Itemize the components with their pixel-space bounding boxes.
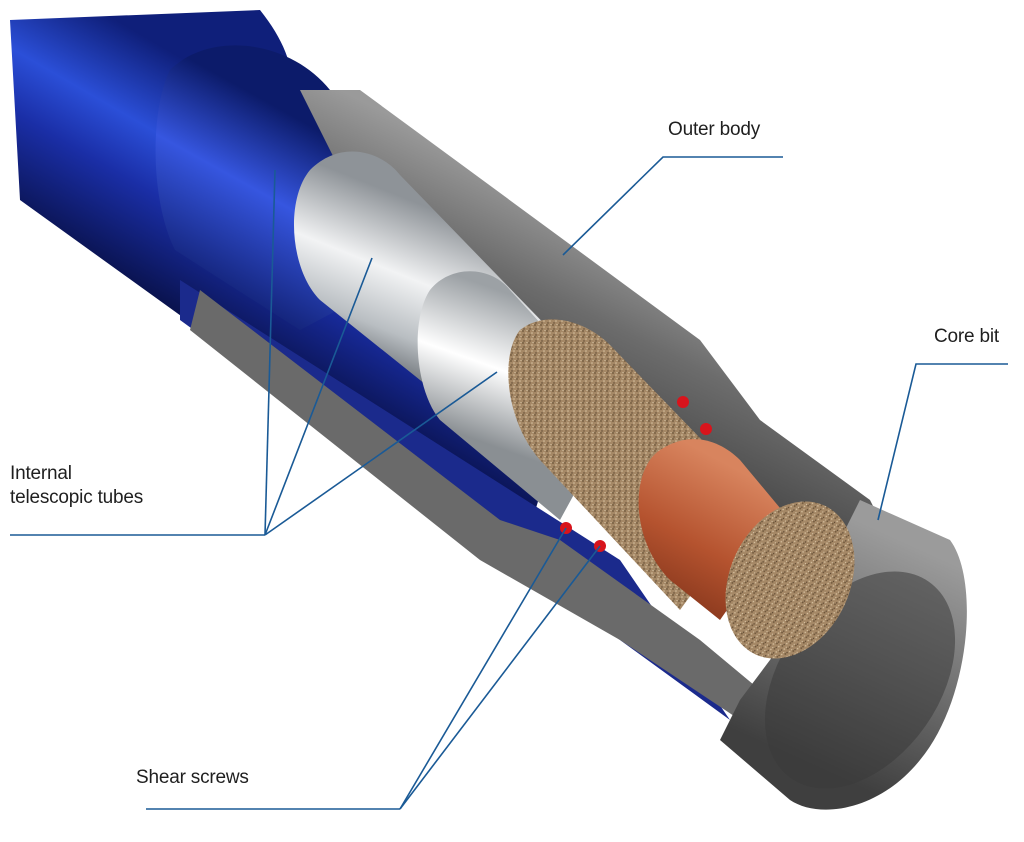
shear-screws-label: Shear screws [136, 767, 249, 788]
leader-tube-3 [264, 371, 498, 536]
core-sample-end [725, 501, 855, 659]
shear-screw-1 [677, 396, 689, 408]
outer-body-label: Outer body [668, 119, 760, 140]
leader-tube-2 [264, 257, 373, 536]
leader-core-bit [877, 363, 1008, 521]
core-catcher [638, 439, 790, 620]
leader-tube-1 [264, 169, 276, 536]
internal-tubes-label: Internal telescopic tubes [10, 462, 143, 510]
leader-outer-body [562, 156, 783, 256]
core-bit-label: Core bit [934, 326, 999, 347]
leader-shear-1 [399, 527, 567, 810]
leader-shear-2 [399, 545, 601, 810]
outer-body-wall [300, 90, 880, 560]
outer-body-lower-wall [190, 290, 760, 720]
leader-lines [10, 156, 1008, 810]
internal-tubes-label-line2: telescopic tubes [10, 487, 144, 508]
internal-tubes-label-line1: Internal [10, 463, 72, 484]
shear-screw-2 [700, 423, 712, 435]
